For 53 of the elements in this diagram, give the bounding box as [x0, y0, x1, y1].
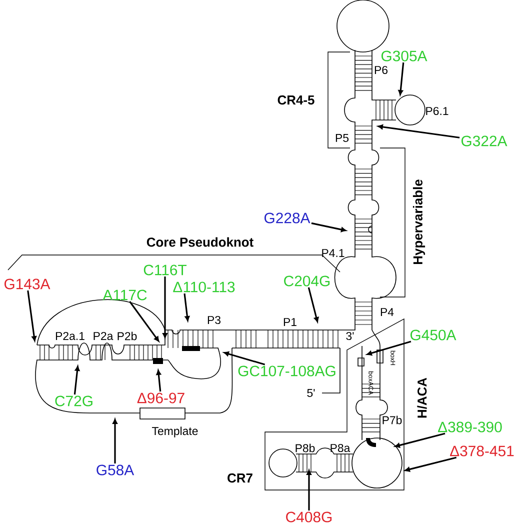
- arrow: [404, 456, 457, 472]
- arrow: [306, 470, 312, 511]
- structure-label: Template: [152, 426, 198, 438]
- structure-label: P4: [380, 308, 394, 316]
- structure-label: P3: [208, 316, 220, 324]
- mutation-label: G322A: [461, 136, 508, 146]
- arrow: [308, 287, 319, 322]
- structure-label: P6: [374, 66, 388, 74]
- region-label: CR7: [228, 473, 252, 483]
- mutation-label: C408G: [286, 512, 332, 522]
- structure-label: P6.1: [426, 106, 448, 116]
- mutation-label: C72G: [55, 396, 92, 406]
- arrow: [27, 290, 37, 342]
- region-label: CR4-5: [278, 95, 314, 105]
- arrow: [129, 301, 160, 342]
- arrow: [394, 432, 446, 448]
- mutation-label: C204G: [284, 276, 330, 286]
- mutation-label: Δ96-97: [137, 392, 184, 404]
- mutation-label: Δ389-390: [438, 422, 502, 432]
- mutation-label: Δ378-451: [450, 446, 514, 456]
- mutation-label: G450A: [410, 330, 456, 340]
- mutation-label: G58A: [96, 464, 134, 476]
- arrow: [112, 418, 118, 464]
- mutation-label: GC107-108AG: [238, 366, 336, 376]
- mutation-label: G143A: [4, 278, 50, 290]
- arrow: [366, 340, 412, 356]
- mutation-label: G228A: [264, 212, 310, 224]
- arrow: [156, 370, 162, 392]
- mutation-label: G305A: [381, 50, 428, 62]
- arrow: [398, 62, 404, 96]
- region-label: Core Pseudoknot: [146, 237, 254, 247]
- arrow: [311, 222, 346, 232]
- structure-label: 5': [307, 389, 315, 397]
- structure-label: P2b: [118, 332, 137, 340]
- structure-label: P7b: [382, 416, 402, 424]
- arrow: [184, 293, 190, 322]
- structure-label: P2a: [94, 332, 114, 340]
- structure-label: P1: [284, 318, 296, 326]
- region-label: Hypervariable: [412, 180, 426, 264]
- structure-label: P2a.1: [56, 332, 84, 340]
- mutation-label: C116T: [144, 264, 187, 276]
- structure-label: P4.1: [322, 249, 344, 257]
- structure-label: 3': [346, 332, 354, 340]
- arrow: [378, 124, 460, 138]
- structure-label: P8a: [330, 444, 350, 452]
- mutation-label: Δ110-113: [173, 282, 235, 292]
- arrow: [224, 351, 266, 366]
- region-label: H/ACA: [417, 378, 427, 418]
- structure-label: P8b: [296, 444, 315, 452]
- arrow: [162, 276, 168, 338]
- structure-label: P5: [336, 134, 349, 142]
- arrow: [74, 366, 80, 395]
- mutation-label: A117C: [102, 290, 147, 300]
